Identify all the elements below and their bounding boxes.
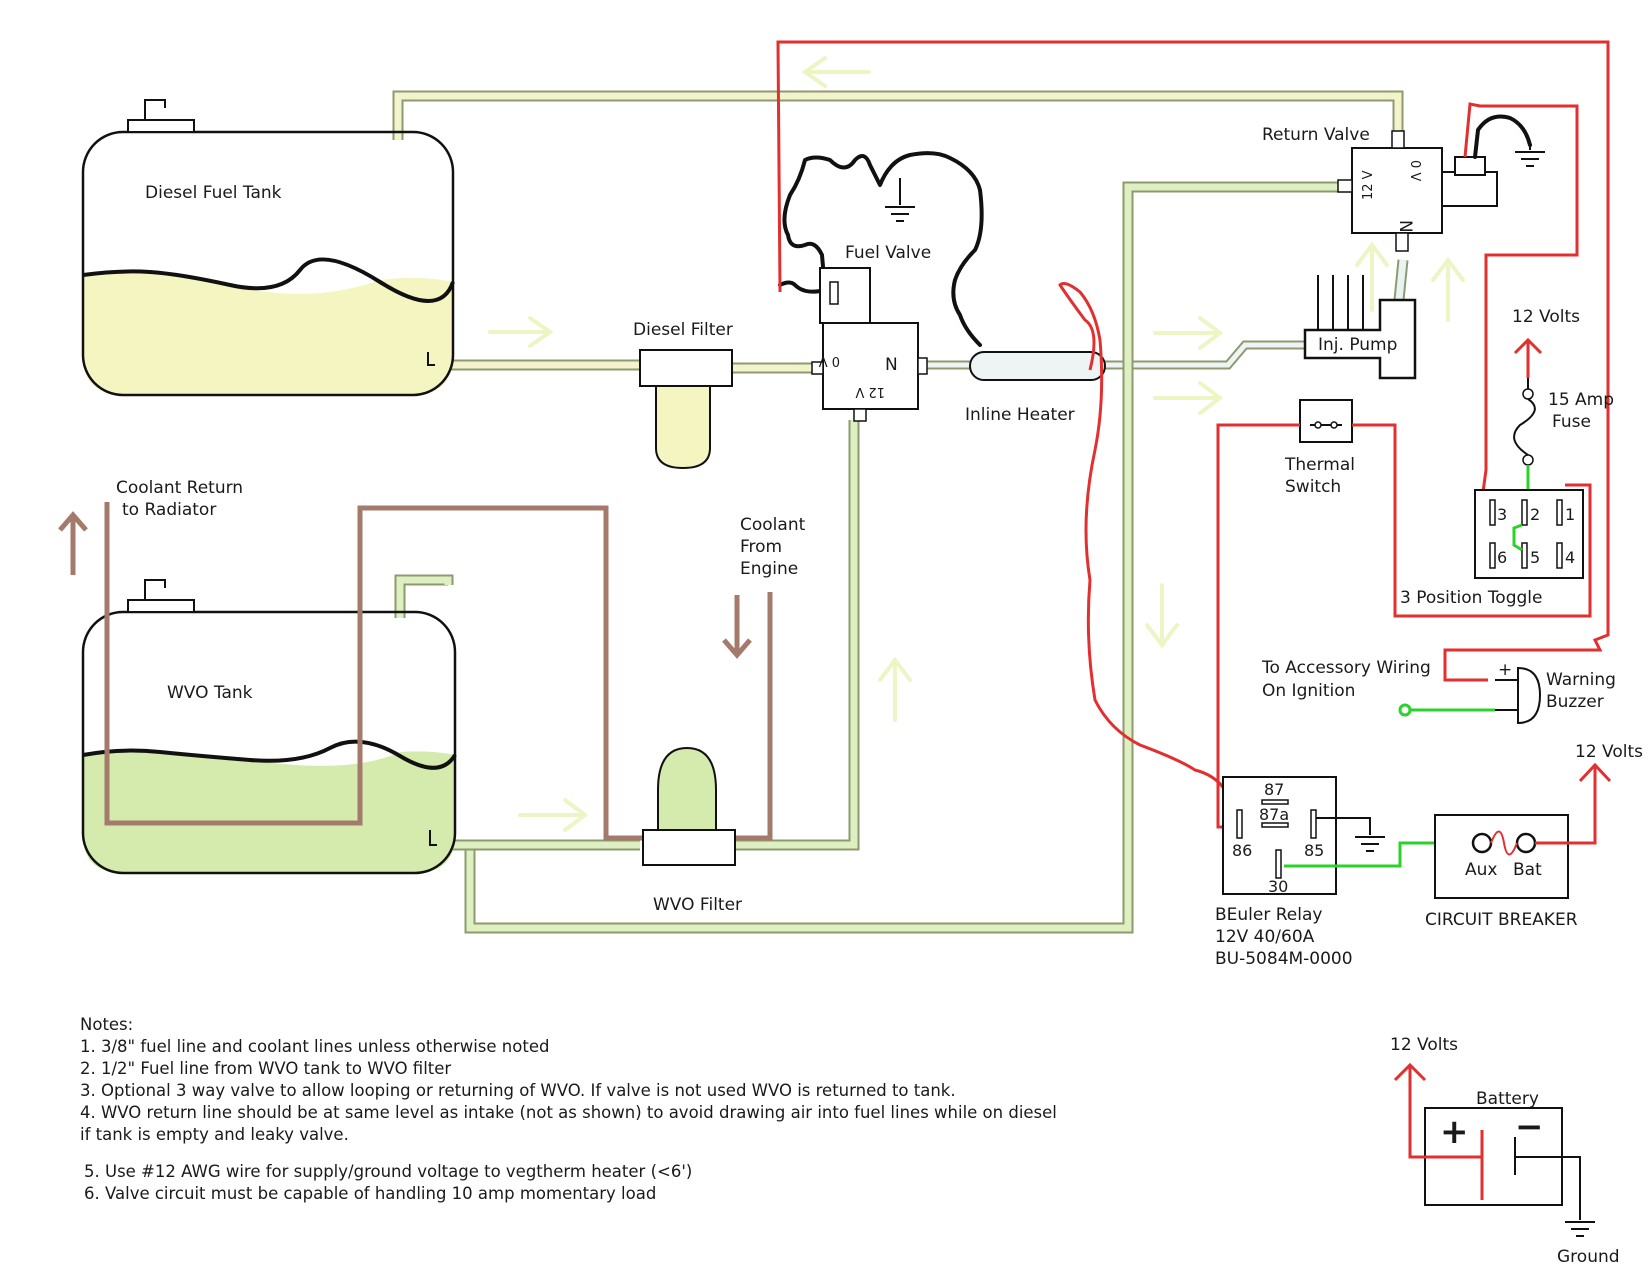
toggle-pin-3: 3 (1497, 505, 1507, 524)
return-valve-label: Return Valve (1262, 125, 1370, 145)
thermal-switch-label-2: Switch (1285, 477, 1341, 497)
relay-label-3: BU-5084M-0000 (1215, 949, 1353, 969)
notes: Notes: 1. 3/8" fuel line and coolant lin… (80, 1015, 1057, 1203)
note-item: 6. Valve circuit must be capable of hand… (84, 1184, 656, 1203)
breaker-12v-label: 12 Volts (1575, 742, 1643, 762)
battery-plus-symbol: + (1440, 1112, 1469, 1152)
toggle-label: 3 Position Toggle (1400, 588, 1542, 608)
relay-pin-86: 86 (1232, 841, 1252, 860)
battery: Battery + − 12 Volts Ground (1390, 1035, 1620, 1267)
relay-to-breaker-wire (1284, 841, 1465, 868)
accessory-label-2: On Ignition (1262, 681, 1355, 701)
relay-pin-87: 87 (1264, 780, 1284, 799)
fuel-valve-n: N (885, 355, 898, 375)
relay: 87 87a 86 85 30 BEuler Relay 12V 40/60A … (1215, 776, 1385, 969)
return-valve-wire (1463, 102, 1579, 493)
thermal-switch-label: Thermal (1284, 455, 1355, 475)
valve-power-wire (776, 40, 1610, 682)
diesel-filter-label: Diesel Filter (633, 320, 733, 340)
accessory-label: To Accessory Wiring (1261, 658, 1431, 678)
fuel-lines (392, 90, 1409, 934)
return-valve-0v: 0 V (1407, 160, 1422, 181)
inline-heater-label: Inline Heater (965, 405, 1075, 425)
diesel-tank: Diesel Fuel Tank (81, 99, 455, 397)
toggle-pin-5: 5 (1530, 548, 1540, 567)
buzzer-label-2: Buzzer (1546, 692, 1604, 712)
ground-label: Ground (1557, 1247, 1620, 1267)
buzzer-label: Warning (1546, 670, 1616, 690)
coolant-from-label-3: Engine (740, 559, 798, 579)
coolant-from-label: Coolant (740, 515, 806, 535)
note-item: 4. WVO return line should be at same lev… (80, 1103, 1057, 1122)
relay-pin-87a: 87a (1259, 805, 1289, 824)
warning-buzzer: + Warning Buzzer To Accessory Wiring On … (1261, 658, 1616, 725)
return-valve: Return Valve N 12 V 0 V (1262, 114, 1545, 252)
diesel-tank-label: Diesel Fuel Tank (145, 183, 282, 203)
note-item: 1. 3/8" fuel line and coolant lines unle… (80, 1037, 549, 1056)
inj-pump-label: Inj. Pump (1318, 335, 1397, 355)
buzzer-plus: + (1498, 660, 1512, 680)
battery-label: Battery (1476, 1089, 1539, 1109)
wvo-filter: WVO Filter (642, 746, 742, 915)
relay-label: BEuler Relay (1215, 905, 1322, 925)
notes-heading: Notes: (80, 1015, 133, 1034)
return-valve-12v: 12 V (1361, 170, 1376, 200)
toggle-pin-2: 2 (1530, 505, 1540, 524)
battery-12v-label: 12 Volts (1390, 1035, 1458, 1055)
return-valve-n: N (1395, 220, 1415, 233)
fuel-valve-12v: 12 V (855, 384, 885, 399)
relay-pin-85: 85 (1304, 841, 1324, 860)
fuel-valve-0v: 0 V (819, 353, 840, 368)
coolant-from-label-2: From (740, 537, 782, 557)
note-item: 3. Optional 3 way valve to allow looping… (80, 1081, 956, 1100)
fuse-12v-label: 12 Volts (1512, 307, 1580, 327)
relay-pin-30: 30 (1268, 877, 1288, 896)
battery-minus-symbol: − (1515, 1107, 1544, 1147)
note-item: 2. 1/2" Fuel line from WVO tank to WVO f… (80, 1059, 451, 1078)
wvo-filter-label: WVO Filter (653, 895, 742, 915)
fuel-valve-label: Fuel Valve (845, 243, 931, 263)
heater-power-wire (1058, 282, 1227, 791)
injection-pump: Inj. Pump (1303, 275, 1417, 380)
fuse-label-2: Fuse (1552, 412, 1591, 432)
coolant-return-label-2: to Radiator (122, 500, 216, 520)
fuel-valve: N 0 V 12 V Fuel Valve (778, 151, 984, 422)
flow-arrows (488, 56, 1465, 832)
coolant-return-label: Coolant Return (116, 478, 243, 498)
three-position-toggle[interactable]: 3 2 1 6 5 4 3 Position Toggle (1400, 489, 1584, 608)
inline-heater: Inline Heater (965, 351, 1106, 425)
fuse-label: 15 Amp (1548, 390, 1614, 410)
wvo-tank: WVO Tank (81, 579, 457, 875)
coolant-lines: Coolant Return to Radiator Coolant From … (58, 478, 806, 841)
wvo-tank-label: WVO Tank (167, 683, 253, 703)
thermal-switch-wire (1216, 423, 1592, 829)
breaker-bat-label: Bat (1513, 860, 1542, 880)
note-item: if tank is empty and leaky valve. (80, 1125, 349, 1144)
note-item: 5. Use #12 AWG wire for supply/ground vo… (84, 1162, 692, 1181)
toggle-pin-4: 4 (1565, 548, 1575, 567)
breaker-label: CIRCUIT BREAKER (1425, 910, 1578, 930)
circuit-breaker: Aux Bat CIRCUIT BREAKER 12 Volts (1425, 742, 1643, 930)
diesel-filter: Diesel Filter (633, 320, 733, 470)
toggle-pin-1: 1 (1565, 505, 1575, 524)
breaker-aux-label: Aux (1465, 860, 1497, 880)
toggle-pin-6: 6 (1497, 548, 1507, 567)
relay-label-2: 12V 40/60A (1215, 927, 1315, 947)
thermal-switch: Thermal Switch (1284, 399, 1355, 497)
fuse-supply: 12 Volts 15 Amp Fuse (1512, 307, 1614, 512)
